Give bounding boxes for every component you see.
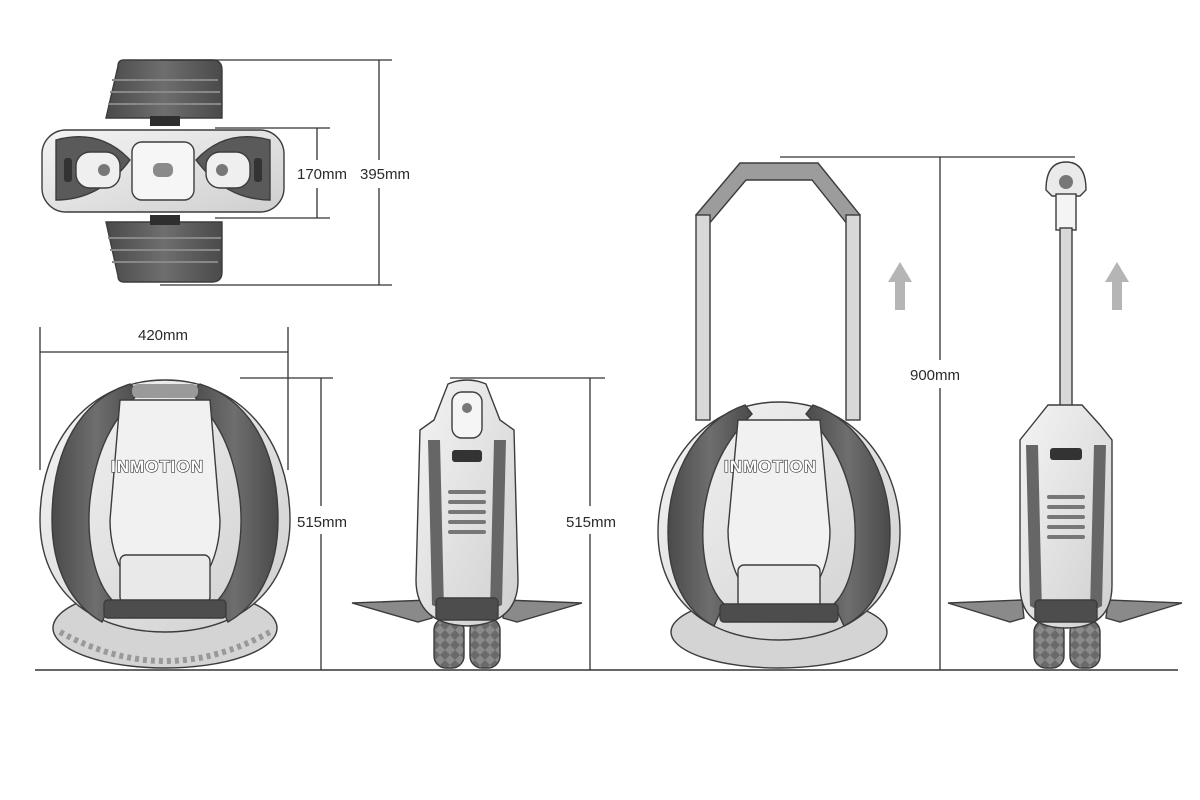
dimension-lines-side-height xyxy=(450,377,605,670)
extended-brand-logo: INMOTION xyxy=(724,457,817,476)
label-front-width: 420mm xyxy=(138,327,188,344)
top-pedal-upper xyxy=(105,59,223,119)
label-front-height: 515mm xyxy=(297,514,347,531)
label-top-inner-width: 170mm xyxy=(297,166,347,183)
up-arrow-icon xyxy=(888,262,912,310)
up-arrow-icon-side xyxy=(1105,262,1129,310)
label-top-outer-width: 395mm xyxy=(360,166,410,183)
side-view-unicycle xyxy=(351,379,583,669)
front-side-guard-left xyxy=(51,383,142,623)
extended-side-view-unicycle xyxy=(947,161,1183,669)
front-side-guard-right xyxy=(188,383,279,623)
front-view-unicycle: INMOTION xyxy=(39,379,291,669)
front-brand-logo: INMOTION xyxy=(111,457,204,476)
top-dimension-lines xyxy=(160,59,392,286)
extended-front-view-unicycle: INMOTION xyxy=(657,162,901,669)
label-side-height: 515mm xyxy=(566,514,616,531)
dimension-lines-front-height xyxy=(240,377,333,670)
trolley-handle xyxy=(695,162,861,226)
label-extended-height: 900mm xyxy=(910,367,960,384)
dimension-lines-front-width xyxy=(39,327,289,470)
side-pedal-right xyxy=(502,599,583,623)
top-view-unicycle xyxy=(41,59,285,283)
top-pedal-lower xyxy=(105,221,223,283)
dimension-lines-extended-height xyxy=(780,156,1075,670)
side-pedal-left xyxy=(351,599,433,623)
